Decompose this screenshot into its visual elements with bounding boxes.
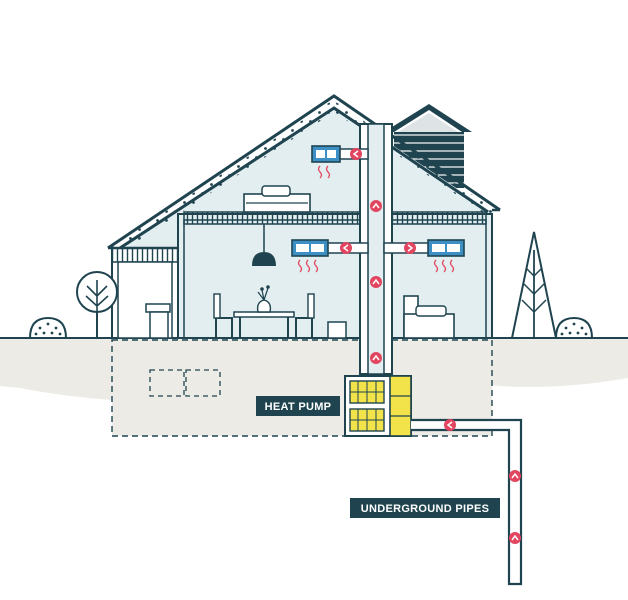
- underground-pipes-label: UNDERGROUND PIPES: [350, 498, 500, 518]
- heat-pump-label-text: HEAT PUMP: [265, 401, 332, 413]
- chair-icon: [213, 293, 233, 338]
- tree-icon: [76, 271, 118, 338]
- ground: [0, 337, 628, 436]
- bush-icon: [28, 316, 68, 339]
- flow-arrow-icon: [340, 148, 416, 364]
- house: [107, 94, 501, 339]
- vase-icon: [256, 285, 272, 313]
- chair-icon: [295, 293, 315, 338]
- underground-pipes-label-text: UNDERGROUND PIPES: [361, 503, 490, 515]
- air-vent-icon: [427, 239, 465, 257]
- pine-tree-icon: [510, 231, 558, 339]
- sofa-icon: [403, 295, 455, 339]
- bed-icon: [243, 185, 311, 213]
- heat-wave-icon: [297, 165, 455, 273]
- basement: [111, 339, 493, 437]
- annex-desk: [145, 303, 171, 339]
- heat-pump-label: HEAT PUMP: [256, 396, 340, 416]
- air-vent-icon: [311, 145, 341, 163]
- cabinet: [327, 321, 347, 339]
- lamp-icon: [252, 224, 276, 266]
- bush-icon: [554, 316, 594, 339]
- air-vent-icon: [291, 239, 329, 257]
- underground-pipes: [411, 418, 523, 586]
- heat-pump-unit: [344, 375, 412, 437]
